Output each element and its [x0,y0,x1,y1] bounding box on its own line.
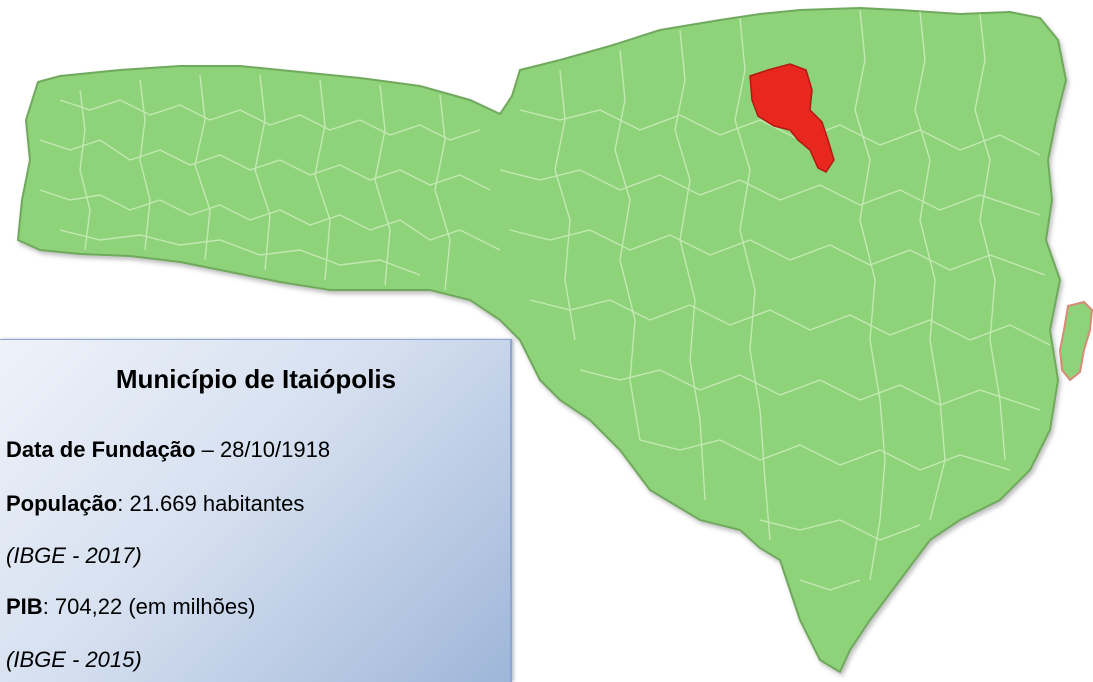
founding-date-value: – 28/10/1918 [195,437,331,462]
pib-label: PIB [6,594,43,619]
info-panel: Município de Itaiópolis Data de Fundação… [0,339,512,682]
founding-date-line: Data de Fundação – 28/10/1918 [6,437,330,463]
population-value: : 21.669 habitantes [117,491,305,516]
population-line: População: 21.669 habitantes [6,491,304,517]
pib-source: (IBGE - 2015) [6,647,142,672]
pib-value: : 704,22 (em milhões) [42,594,256,619]
island-region [1058,300,1093,382]
founding-date-label: Data de Fundação [6,437,196,462]
municipal-boundaries [39,9,1051,591]
info-title: Município de Itaiópolis [115,364,397,394]
population-source: (IBGE - 2017) [6,543,142,568]
state-region [16,6,1068,674]
highlighted-municipality[interactable] [749,63,835,173]
pib-line: PIB: 704,22 (em milhões) [6,594,255,620]
population-label: População [6,491,118,516]
